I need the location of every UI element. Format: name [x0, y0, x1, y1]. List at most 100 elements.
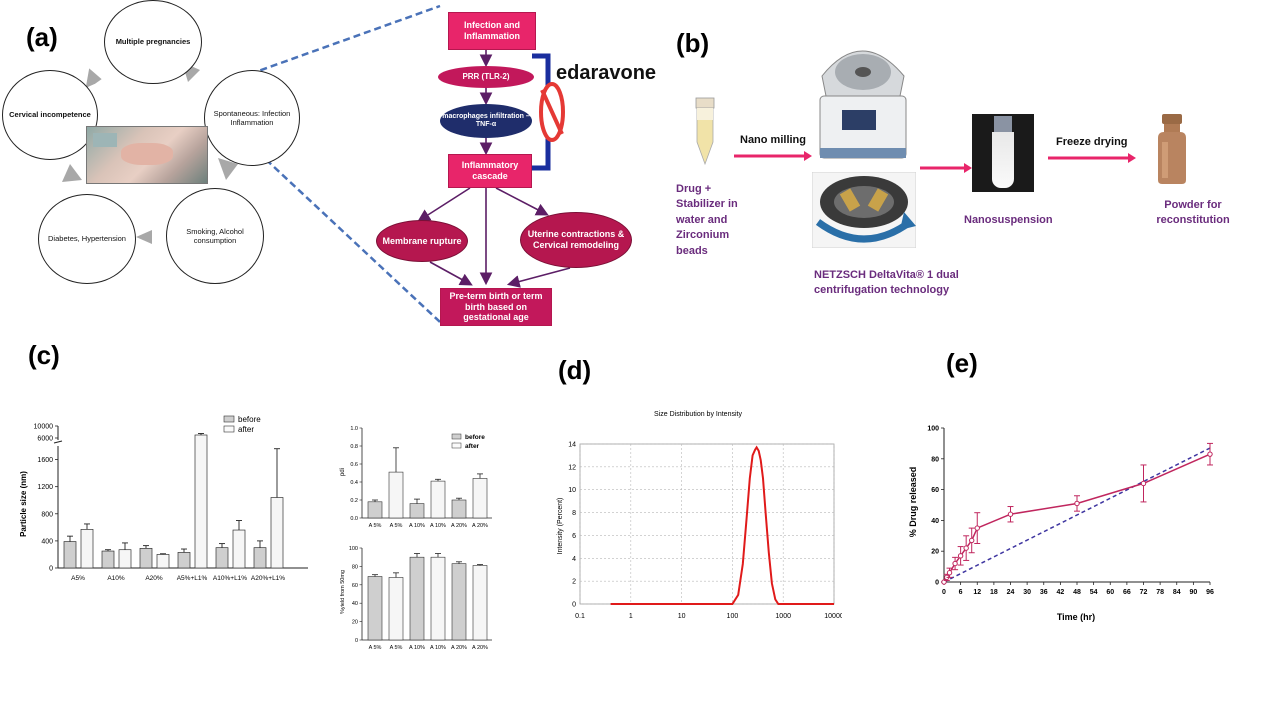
release-ytick-label: 0: [935, 580, 939, 587]
circle-diabetes: Diabetes, Hypertension: [38, 194, 136, 284]
dls-ytick-label: 2: [572, 579, 576, 586]
pdi-xtick-label: A 5%: [369, 523, 382, 529]
release-xtick-label: 18: [990, 589, 998, 596]
particle-xtick-label: A10%+L1%: [213, 575, 247, 582]
particle-bar-before: [101, 550, 115, 569]
size-distribution-chart: Size Distribution by Intensity Intensity…: [557, 411, 842, 620]
arrow-nano-milling: [734, 151, 812, 161]
release-point: [1074, 500, 1080, 507]
release-xtick-label: 0: [942, 589, 946, 596]
pdi-ytick-label: 1.0: [350, 426, 358, 432]
centrifuge-image: [819, 50, 907, 159]
pdi-ytick-label: 0.8: [350, 444, 358, 450]
particle-ytick-label: 0: [49, 566, 53, 573]
yield-bar: [451, 563, 467, 641]
particle-bar-after: [232, 529, 246, 569]
pdi-bar: [472, 478, 488, 519]
yield-bar: [388, 577, 404, 641]
yield-bar: [430, 556, 446, 641]
particle-xtick-label: A5%+L1%: [177, 575, 208, 582]
yield-ytick-label: 100: [349, 546, 358, 552]
yield-xtick-label: A 20%: [472, 645, 488, 651]
yield-ytick-label: 0: [355, 638, 358, 644]
release-xlabel: Time (hr): [1057, 612, 1095, 622]
release-xtick-label: 78: [1156, 589, 1164, 596]
particle-legend: before after: [223, 415, 261, 434]
particle-xtick-label: A20%: [145, 575, 163, 582]
particle-size-chart: Particle size (nm) 0 400 800 1200 1600 6000 10…: [19, 415, 308, 582]
pdi-xtick-label: A 5%: [390, 523, 403, 529]
release-ytick-label: 40: [931, 518, 939, 525]
release-point: [1207, 451, 1213, 457]
particle-bar-after: [156, 554, 170, 569]
yield-xtick-label: A 5%: [390, 645, 403, 651]
release-point: [1140, 480, 1147, 487]
powder-vial-image: [1158, 114, 1186, 184]
pdi-bar: [409, 503, 425, 519]
release-point: [952, 560, 958, 567]
pdi-bar: [451, 499, 467, 519]
pdi-xtick-label: A 20%: [472, 523, 488, 529]
legend-before: before: [238, 415, 261, 424]
dls-ytick-label: 8: [572, 510, 576, 517]
dls-curve: [610, 445, 834, 605]
particle-ytick-label: 1600: [37, 457, 53, 464]
release-xtick-label: 54: [1090, 589, 1098, 596]
dls-ytick-label: 0: [572, 602, 576, 609]
particle-ytick-label: 1200: [37, 484, 53, 491]
pdi-legend-before: before: [465, 434, 485, 441]
particle-bar-before: [177, 552, 191, 569]
release-ylabel: % Drug released: [908, 467, 918, 538]
box-infection-inflammation: Infection and Inflammation: [448, 12, 536, 50]
preterm-infant-photo: [86, 126, 208, 184]
yield-bar: [472, 565, 488, 641]
pdi-xtick-label: A 20%: [451, 523, 467, 529]
oval-macrophages: macrophages infiltration – TNF-α: [440, 104, 532, 138]
pdi-ytick-label: 0.4: [350, 480, 358, 486]
release-xtick-label: 36: [1040, 589, 1048, 596]
release-xtick-label: 96: [1206, 589, 1214, 596]
particle-bar-before: [253, 547, 267, 569]
deltavita-rotor-image: [812, 172, 916, 248]
particle-ytick-label: 10000: [34, 424, 54, 431]
dls-ytick-label: 4: [572, 556, 576, 563]
pdi-ytick-label: 0.0: [350, 516, 358, 522]
dls-xtick-label: 10000: [824, 613, 842, 620]
particle-ylabel: Particle size (nm): [19, 471, 28, 537]
release-point: [1007, 511, 1014, 517]
dls-ytick-label: 6: [572, 533, 576, 540]
drug-stabilizer-label: Drug + Stabilizer in water and Zirconium…: [676, 183, 738, 257]
pdi-chart: pdi 0.00.20.40.60.81.0 A 5%A 5%A 10%A 10…: [340, 426, 492, 529]
particle-xlabels: A5%A10%A20%A5%+L1%A10%+L1%A20%+L1%: [71, 575, 285, 582]
release-point: [974, 525, 980, 531]
release-xtick-label: 66: [1123, 589, 1131, 596]
dls-title: Size Distribution by Intensity: [654, 411, 742, 418]
yield-bar: [409, 556, 425, 641]
dls-ytick-label: 14: [568, 442, 576, 449]
particle-ytick-label: 400: [41, 538, 53, 545]
nanosuspension-image: [972, 114, 1034, 192]
release-point: [963, 545, 969, 551]
yield-bar: [367, 576, 383, 641]
release-trendline: [943, 447, 1211, 583]
flowchart-arrows: [417, 49, 571, 288]
pdi-ytick-label: 0.6: [350, 462, 358, 468]
dls-xtick-label: 1000: [775, 613, 791, 620]
release-xtick-label: 60: [1106, 589, 1114, 596]
box-preterm-birth: Pre-term birth or term birth based on ge…: [440, 288, 552, 326]
pdi-xtick-label: A 10%: [430, 523, 446, 529]
release-xtick-label: 6: [959, 589, 963, 596]
panel-label-c: (c): [28, 340, 60, 370]
particle-xtick-label: A20%+L1%: [251, 575, 285, 582]
particle-bar-before: [215, 547, 229, 569]
panel-label-e: (e): [946, 348, 978, 378]
release-ytick-label: 20: [931, 549, 939, 556]
particle-ytick-label: 6000: [37, 436, 53, 443]
arrow-to-nanosuspension: [920, 163, 972, 173]
release-xtick-label: 84: [1173, 589, 1181, 596]
particle-ytick-label: 800: [41, 511, 53, 518]
pdi-bar: [367, 501, 383, 519]
particle-bar-after: [118, 549, 132, 569]
